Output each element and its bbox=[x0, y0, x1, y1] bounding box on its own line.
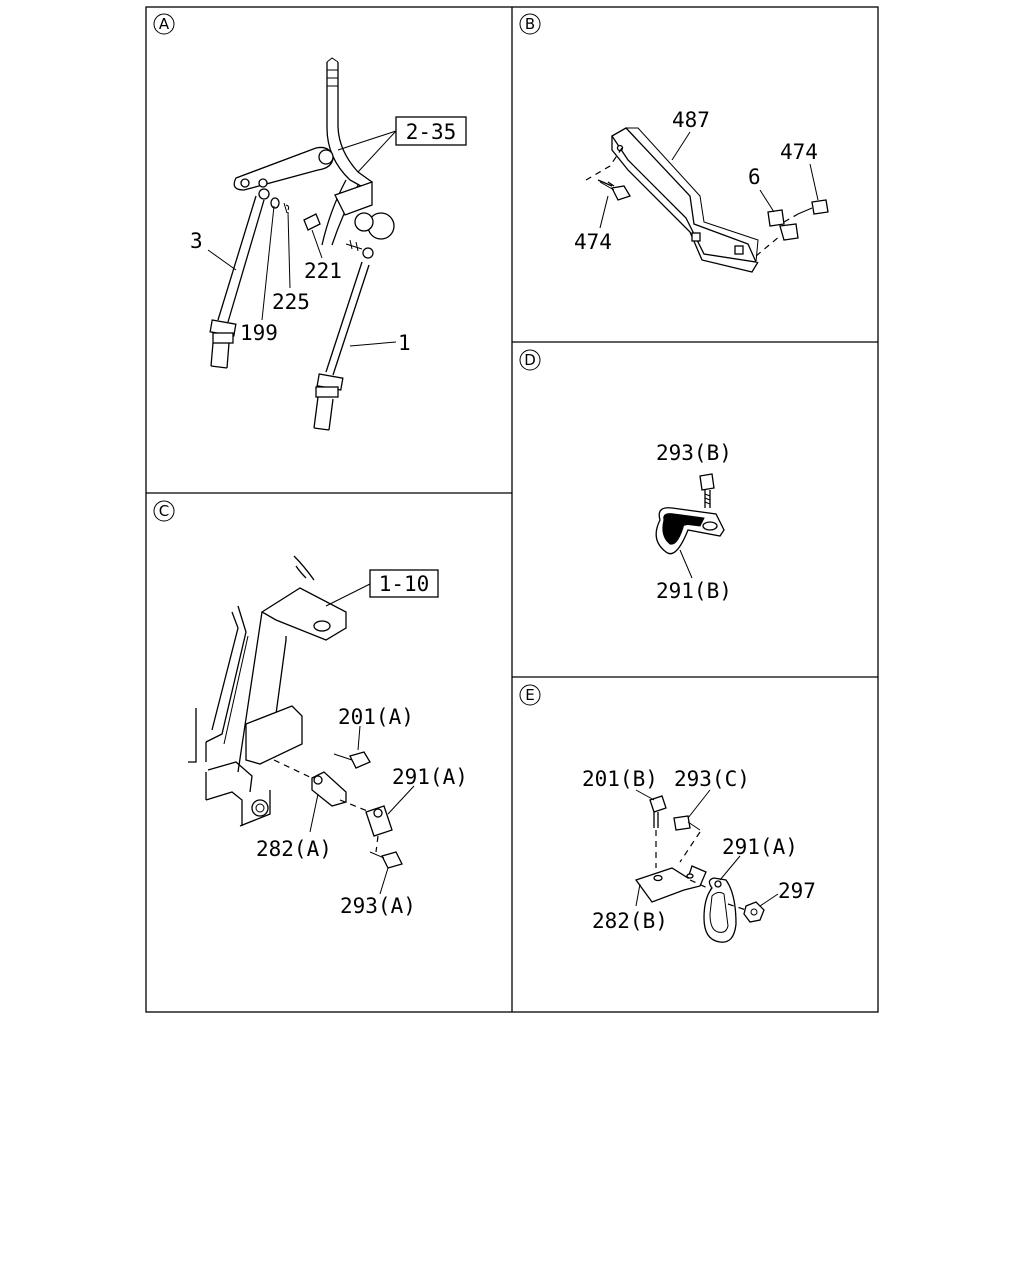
panel-e-leaders bbox=[635, 789, 779, 907]
panel-b-label-487: 487 bbox=[672, 108, 710, 132]
panel-b-id: B bbox=[525, 15, 535, 33]
panel-a-ref-label: 2-35 bbox=[406, 120, 457, 144]
panel-a-badge: A bbox=[153, 13, 175, 35]
panel-b-label-474-right: 474 bbox=[780, 140, 818, 164]
panel-d-label-293b: 293(B) bbox=[656, 441, 732, 465]
panel-c-label-291a: 291(A) bbox=[392, 765, 468, 789]
panel-a-label-199: 199 bbox=[240, 321, 278, 345]
panel-c-ref-label: 1-10 bbox=[379, 572, 430, 596]
panel-b-label-6: 6 bbox=[748, 165, 761, 189]
panel-e-label-201b: 201(B) bbox=[582, 767, 658, 791]
panel-e-label-282b: 282(B) bbox=[592, 909, 668, 933]
panel-b-label-474-left: 474 bbox=[574, 230, 612, 254]
panel-b-leaders bbox=[599, 131, 819, 229]
shift-lever-drawing bbox=[209, 57, 395, 431]
panel-c-label-293a: 293(A) bbox=[340, 894, 416, 918]
panel-a-label-221: 221 bbox=[304, 259, 342, 283]
panel-c-label-201a: 201(A) bbox=[338, 705, 414, 729]
panel-c: C bbox=[153, 500, 468, 918]
panel-a-leaders bbox=[207, 205, 397, 347]
panel-d-label-291b: 291(B) bbox=[656, 579, 732, 603]
panel-d: D 293(B) 291(B) bbox=[519, 349, 732, 603]
panel-d-id: D bbox=[524, 351, 536, 369]
panel-e-badge: E bbox=[519, 684, 541, 706]
clip-291b-drawing bbox=[655, 473, 725, 555]
pedal-mount-drawing bbox=[188, 555, 403, 869]
panel-e-label-293c: 293(C) bbox=[674, 767, 750, 791]
panel-e-label-297: 297 bbox=[778, 879, 816, 903]
bracket-487-drawing bbox=[585, 127, 829, 273]
panel-c-badge: C bbox=[153, 500, 175, 522]
diagram-frame bbox=[145, 6, 879, 1013]
panel-c-id: C bbox=[159, 502, 169, 520]
panel-e: E 201(B bbox=[519, 684, 816, 943]
panel-a-label-1: 1 bbox=[398, 331, 411, 355]
panel-b: B 487 bbox=[519, 13, 829, 273]
panel-e-id: E bbox=[525, 686, 534, 704]
panel-c-label-282a: 282(A) bbox=[256, 837, 332, 861]
panel-c-leaders bbox=[309, 725, 415, 895]
bracket-282b-drawing bbox=[634, 795, 765, 943]
panel-a-label-225: 225 bbox=[272, 290, 310, 314]
panel-e-label-291a: 291(A) bbox=[722, 835, 798, 859]
panel-d-badge: D bbox=[519, 349, 541, 371]
panel-d-leaders bbox=[679, 549, 693, 579]
panel-a-label-3: 3 bbox=[190, 229, 203, 253]
panel-a-id: A bbox=[159, 15, 170, 33]
panel-c-reference-box: 1-10 bbox=[325, 569, 439, 607]
panel-a: A bbox=[153, 13, 467, 431]
panel-a-reference-box: 2-35 bbox=[337, 116, 467, 173]
panel-b-badge: B bbox=[519, 13, 541, 35]
